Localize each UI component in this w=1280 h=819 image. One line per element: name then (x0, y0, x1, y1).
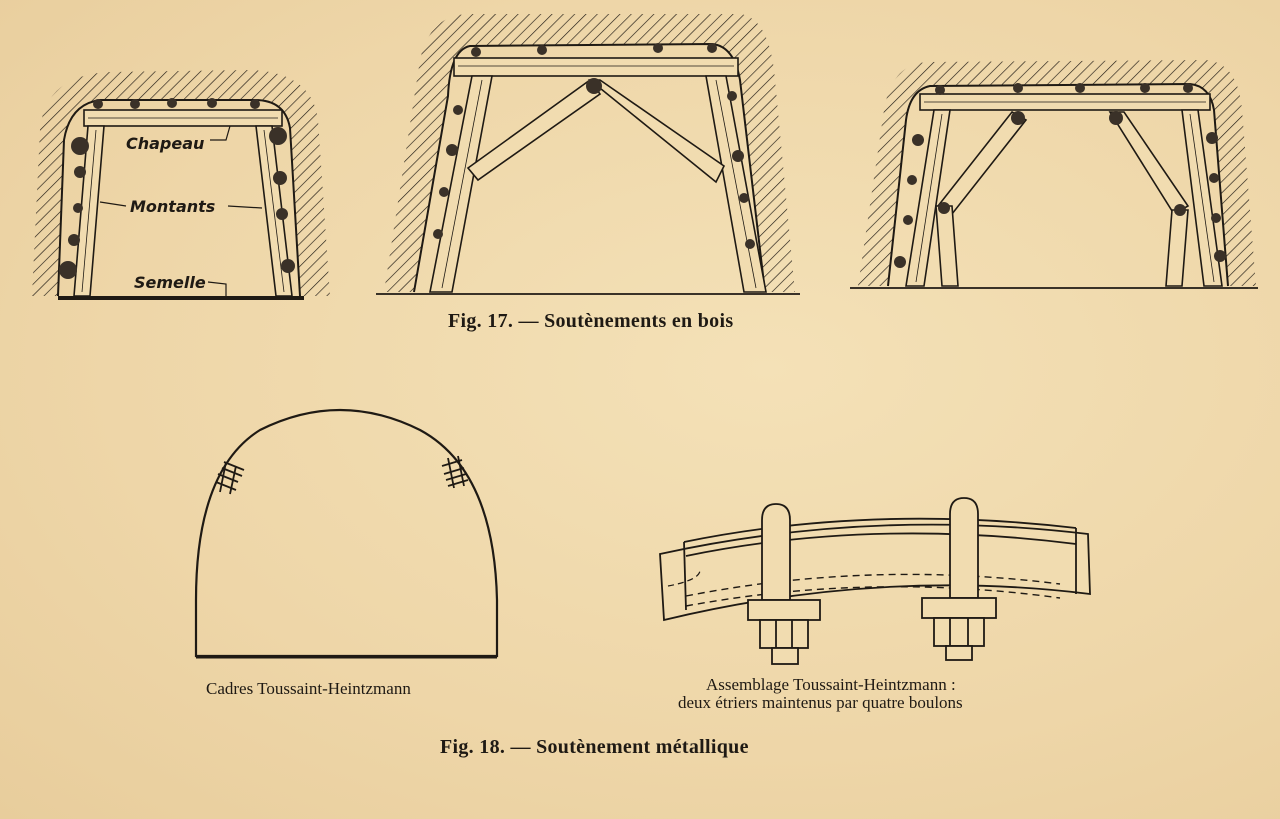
left-post (429, 75, 493, 293)
figure-17-caption: Fig. 17. — Soutènements en bois (448, 310, 734, 332)
rock-hatch (384, 14, 795, 292)
left-strut (936, 110, 1028, 216)
rock-hatch (32, 70, 330, 296)
figure-18-caption: Fig. 18. — Soutènement métallique (440, 736, 749, 758)
right-stirrup (921, 497, 997, 661)
label-chapeau: Chapeau (126, 134, 205, 153)
right-prop (1165, 209, 1189, 287)
right-subcaption-line2: deux étriers maintenus par quatre boulon… (678, 693, 963, 712)
left-stirrup (747, 503, 821, 665)
right-brace (587, 79, 726, 184)
right-strut (1108, 111, 1190, 216)
label-montants: Montants (130, 197, 216, 216)
steel-arch-frame (194, 408, 499, 659)
left-post (905, 109, 951, 287)
timber-frame-braced (850, 60, 1258, 289)
timber-frame-simple (32, 70, 330, 300)
right-subcaption-line1: Assemblage Toussaint-Heintzmann : (706, 675, 956, 694)
steel-joint-assembly (659, 497, 1091, 665)
label-semelle: Semelle (134, 273, 206, 292)
left-subcaption: Cadres Toussaint-Heintzmann (206, 679, 411, 698)
left-prop (935, 205, 959, 287)
left-brace (466, 78, 602, 182)
cap-beam (453, 57, 739, 77)
rock-hatch (858, 60, 1256, 286)
timber-frame-trestle (376, 14, 800, 295)
